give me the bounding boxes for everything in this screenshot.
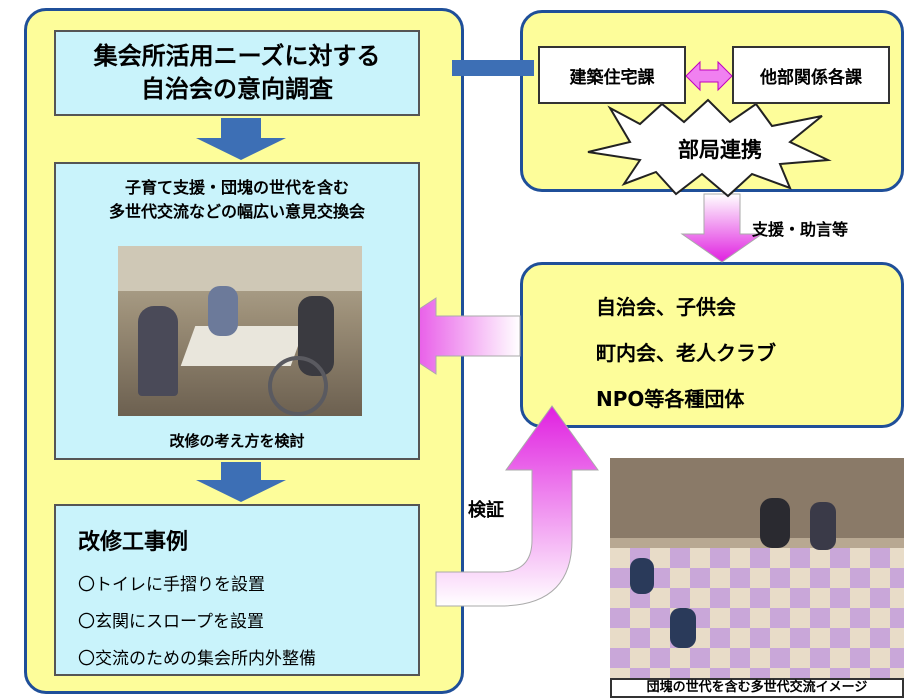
examples-title: 改修工事例 xyxy=(78,530,189,555)
double-arrow xyxy=(685,60,733,92)
group-line-1: 自治会、子供会 xyxy=(596,295,736,319)
dept-others: 他部関係各課 xyxy=(732,46,890,104)
survey-line-2: 自治会の意向調査 xyxy=(141,75,333,103)
example-item: 〇交流のための集会所内外整備 xyxy=(78,649,316,669)
groups-text: 自治会、子供会 町内会、老人クラブ NPO等各種団体 xyxy=(596,284,776,422)
exchange-caption: 改修の考え方を検討 xyxy=(169,432,305,450)
blue-connector-bar xyxy=(452,60,534,76)
exchange-title: 子育て支援・団塊の世代を含む 多世代交流などの幅広い意見交換会 xyxy=(56,176,418,224)
burst-shape xyxy=(587,98,832,198)
exchange-box: 子育て支援・団塊の世代を含む 多世代交流などの幅広い意見交換会 改修の考え方を検… xyxy=(54,162,420,460)
exchange-photo xyxy=(610,458,904,680)
group-line-2: 町内会、老人クラブ xyxy=(596,341,776,365)
exchange-title-line-2: 多世代交流などの幅広い意見交換会 xyxy=(108,202,365,221)
support-arrow xyxy=(680,193,764,263)
example-item: 〇玄関にスロープを設置 xyxy=(78,612,264,632)
verify-arrow xyxy=(435,405,599,607)
dept-housing: 建築住宅課 xyxy=(538,46,686,104)
meeting-photo xyxy=(118,246,362,416)
photo-caption: 団塊の世代を含む多世代交流イメージ xyxy=(610,678,904,698)
exchange-title-line-1: 子育て支援・団塊の世代を含む xyxy=(124,178,349,197)
blue-down-arrow-1 xyxy=(196,118,286,160)
blue-down-arrow-2 xyxy=(196,462,286,502)
support-label: 支援・助言等 xyxy=(752,220,849,239)
survey-line-1: 集会所活用ニーズに対する xyxy=(93,42,381,70)
examples-box: 改修工事例 〇トイレに手摺りを設置 〇玄関にスロープを設置 〇交流のための集会所… xyxy=(54,504,420,676)
example-item: 〇トイレに手摺りを設置 xyxy=(78,575,265,595)
verify-label: 検証 xyxy=(468,500,504,521)
group-line-3: NPO等各種団体 xyxy=(596,387,745,411)
survey-box: 集会所活用ニーズに対する 自治会の意向調査 xyxy=(54,30,420,116)
groups-panel xyxy=(520,262,904,428)
burst-label: 部局連携 xyxy=(678,138,762,162)
